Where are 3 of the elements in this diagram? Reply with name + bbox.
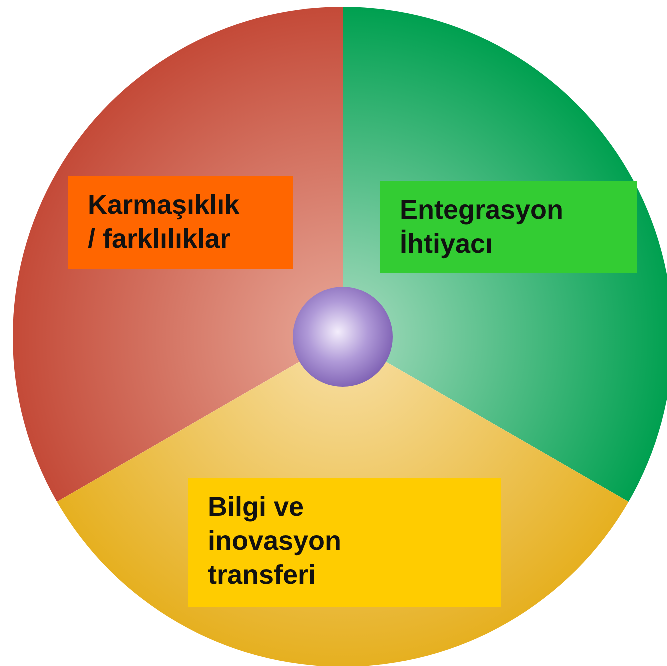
category-label: Bilgi ve inovasyon transferi bbox=[188, 478, 501, 607]
category-label: Karmaşıklık / farklılıklar bbox=[68, 176, 293, 269]
category-label: Entegrasyon İhtiyacı bbox=[380, 181, 637, 273]
